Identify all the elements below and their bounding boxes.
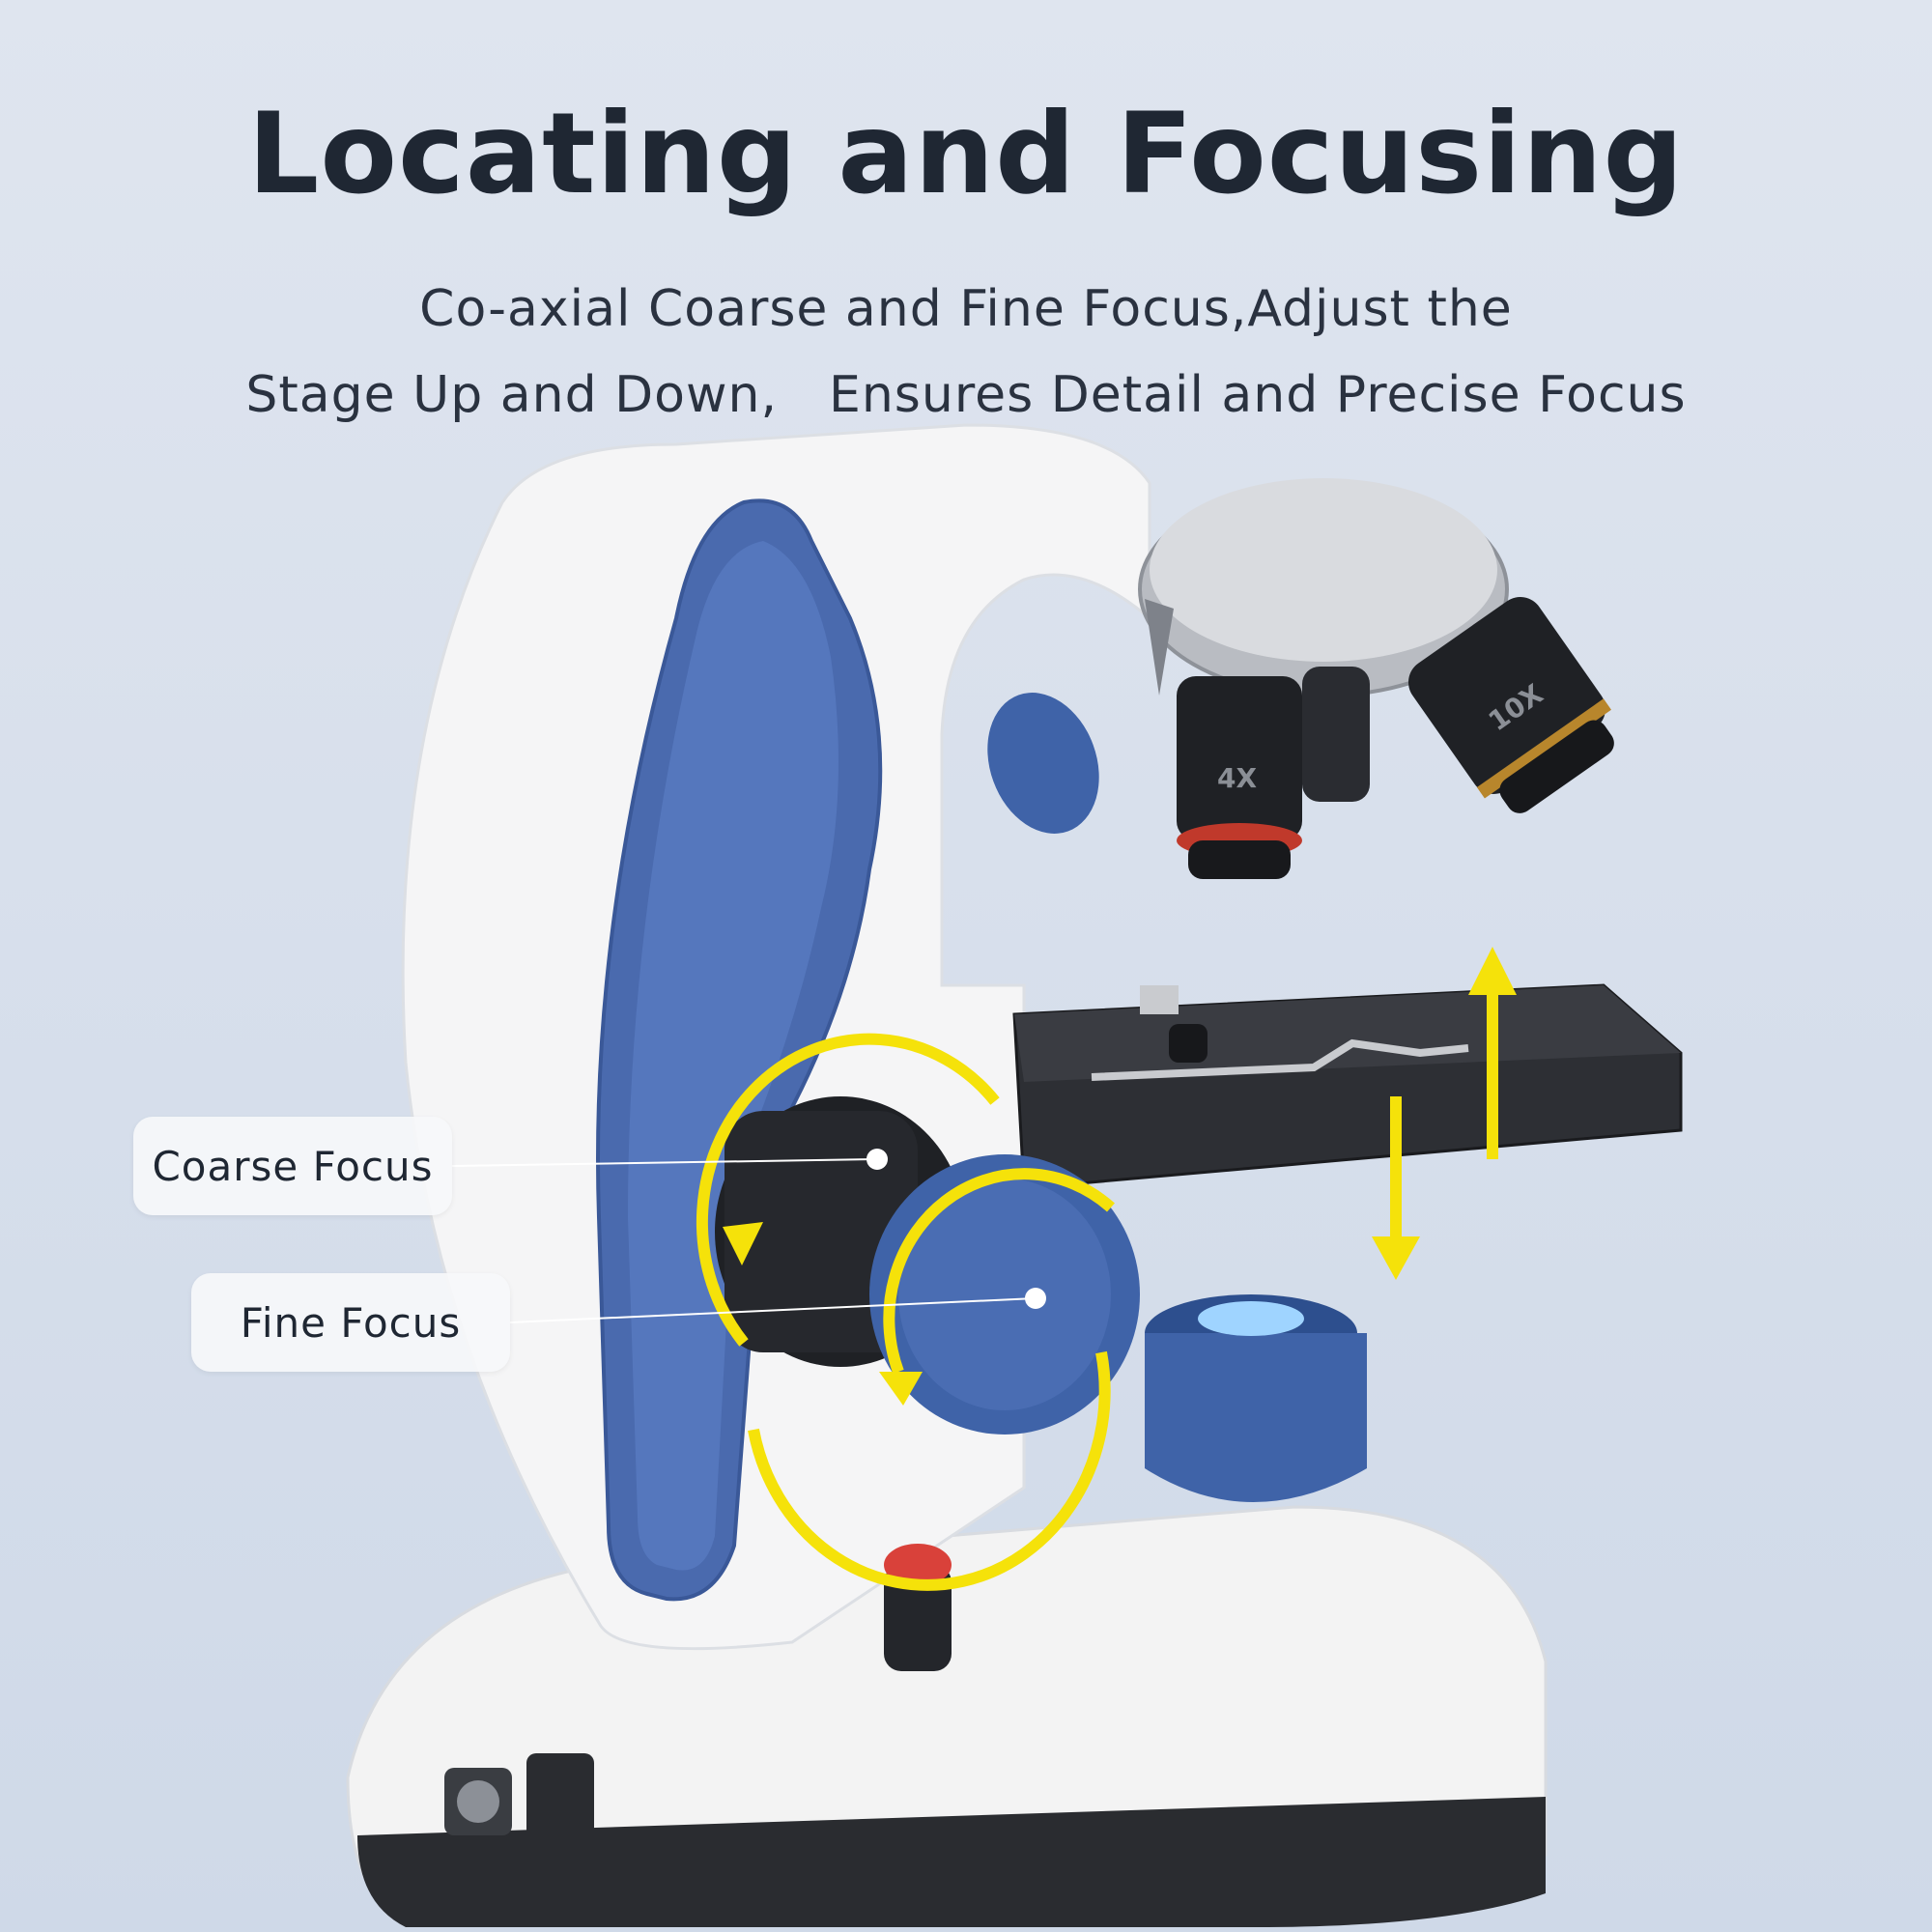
objective-10x: 10X <box>1408 597 1614 813</box>
stage-clip <box>1140 985 1179 1014</box>
fine-callout-dot <box>1025 1288 1046 1309</box>
coarse-rotation-arrow <box>696 1033 1111 1591</box>
condenser-knob[interactable] <box>1145 1294 1367 1502</box>
fine-rotation-arrow <box>879 1168 1115 1406</box>
subtitle-line-1: Co-axial Coarse and Fine Focus,Adjust th… <box>419 280 1513 338</box>
coarse-focus-callout: Coarse Focus <box>133 1117 452 1215</box>
stage-up-arrow <box>1468 947 1517 1159</box>
subtitle-line-2: Stage Up and Down, Ensures Detail and Pr… <box>245 366 1687 424</box>
page-title: Locating and Focusing <box>247 89 1685 219</box>
objective-4x: 4X <box>1177 676 1302 879</box>
brightness-knob[interactable] <box>884 1544 952 1671</box>
light-knob-top <box>987 693 1099 834</box>
fine-callout-line <box>509 1297 1037 1323</box>
fine-focus-callout: Fine Focus <box>191 1273 510 1372</box>
coarse-callout-dot <box>867 1149 888 1170</box>
power-switch <box>526 1753 594 1860</box>
objective-4x-label: 4X <box>1217 762 1257 794</box>
coarse-callout-line <box>451 1158 878 1167</box>
stage-down-arrow <box>1372 1096 1420 1280</box>
focus-knob[interactable] <box>715 1096 1140 1435</box>
